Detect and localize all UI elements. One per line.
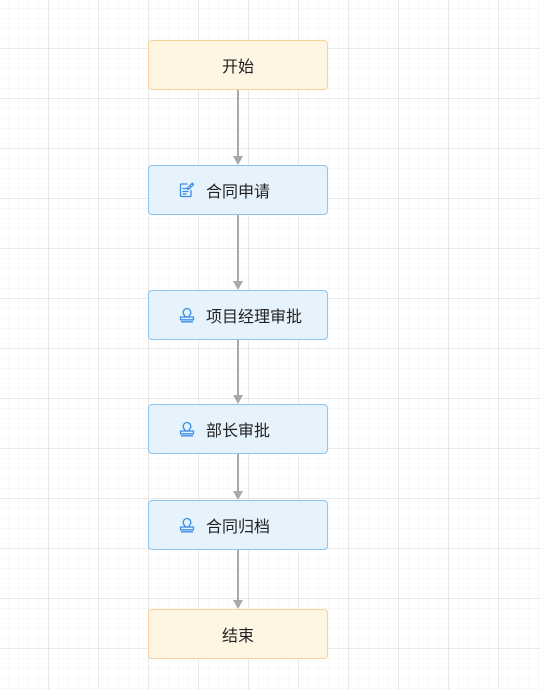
stamp-icon xyxy=(178,516,196,534)
arrowhead-icon xyxy=(233,156,243,165)
node-dept-approve[interactable]: 部长审批 xyxy=(148,404,328,454)
node-contract-archive[interactable]: 合同归档 xyxy=(148,500,328,550)
arrowhead-icon xyxy=(233,395,243,404)
form-edit-icon xyxy=(178,181,196,199)
node-contract-apply[interactable]: 合同申请 xyxy=(148,165,328,215)
node-pm-approve[interactable]: 项目经理审批 xyxy=(148,290,328,340)
stamp-icon xyxy=(178,306,196,324)
stamp-icon xyxy=(178,420,196,438)
node-start-label: 开始 xyxy=(221,57,254,76)
edge-dept_approve-to-archive[interactable] xyxy=(233,454,243,500)
arrowhead-icon xyxy=(233,600,243,609)
node-contract-archive-label: 合同归档 xyxy=(206,517,271,536)
edge-start-to-apply[interactable] xyxy=(233,90,243,165)
node-dept-approve-label: 部长审批 xyxy=(206,421,271,440)
edge-pm_approve-to-dept_approve[interactable] xyxy=(233,340,243,404)
edge-archive-to-end[interactable] xyxy=(233,550,243,609)
edge-apply-to-pm_approve[interactable] xyxy=(233,215,243,290)
node-start[interactable]: 开始 xyxy=(148,40,328,90)
arrowhead-icon xyxy=(233,491,243,500)
node-end[interactable]: 结束 xyxy=(148,609,328,659)
node-end-label: 结束 xyxy=(221,626,254,645)
node-contract-apply-label: 合同申请 xyxy=(206,182,271,201)
arrowhead-icon xyxy=(233,281,243,290)
node-pm-approve-label: 项目经理审批 xyxy=(206,307,303,326)
